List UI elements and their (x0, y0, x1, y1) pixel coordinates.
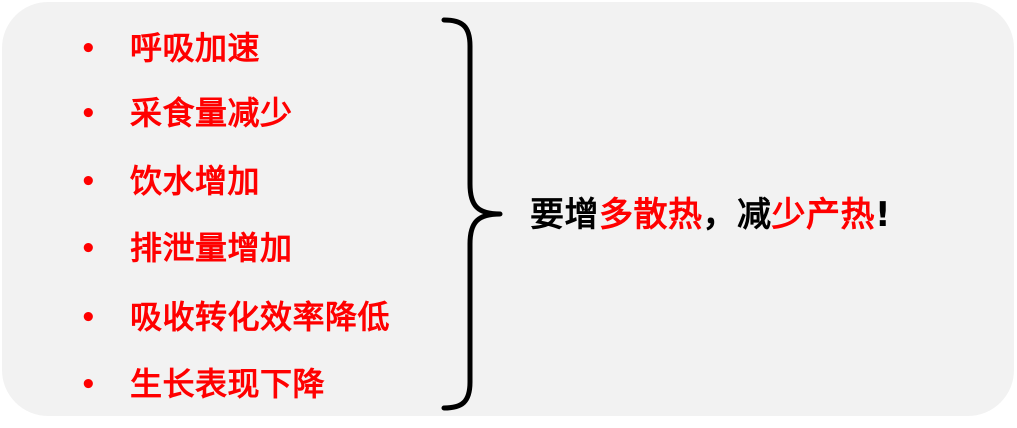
list-item-text: 生长表现下降 (130, 365, 326, 403)
content-card (2, 2, 1014, 416)
bullet: • (80, 167, 97, 197)
right-brace-icon (441, 17, 503, 411)
list-item-text: 采食量减少 (130, 94, 293, 132)
list-item-text: 呼吸加速 (130, 29, 261, 67)
bullet: • (80, 99, 97, 129)
conclusion-text: 要增多散热，减少产热! (530, 190, 891, 240)
conclusion-segment-highlight: 少产热 (771, 195, 875, 235)
bullet: • (80, 370, 97, 400)
conclusion-segment: ! (875, 195, 892, 235)
bullet: • (80, 234, 97, 264)
bullet: • (80, 34, 97, 64)
conclusion-segment: 要增 (530, 195, 599, 235)
conclusion-segment-highlight: 多散热 (599, 195, 703, 235)
list-item-text: 饮水增加 (130, 162, 261, 200)
bullet: • (80, 303, 97, 333)
conclusion-segment: ，减 (702, 195, 772, 235)
list-item-text: 吸收转化效率降低 (130, 298, 391, 336)
list-item-text: 排泄量增加 (130, 229, 293, 267)
